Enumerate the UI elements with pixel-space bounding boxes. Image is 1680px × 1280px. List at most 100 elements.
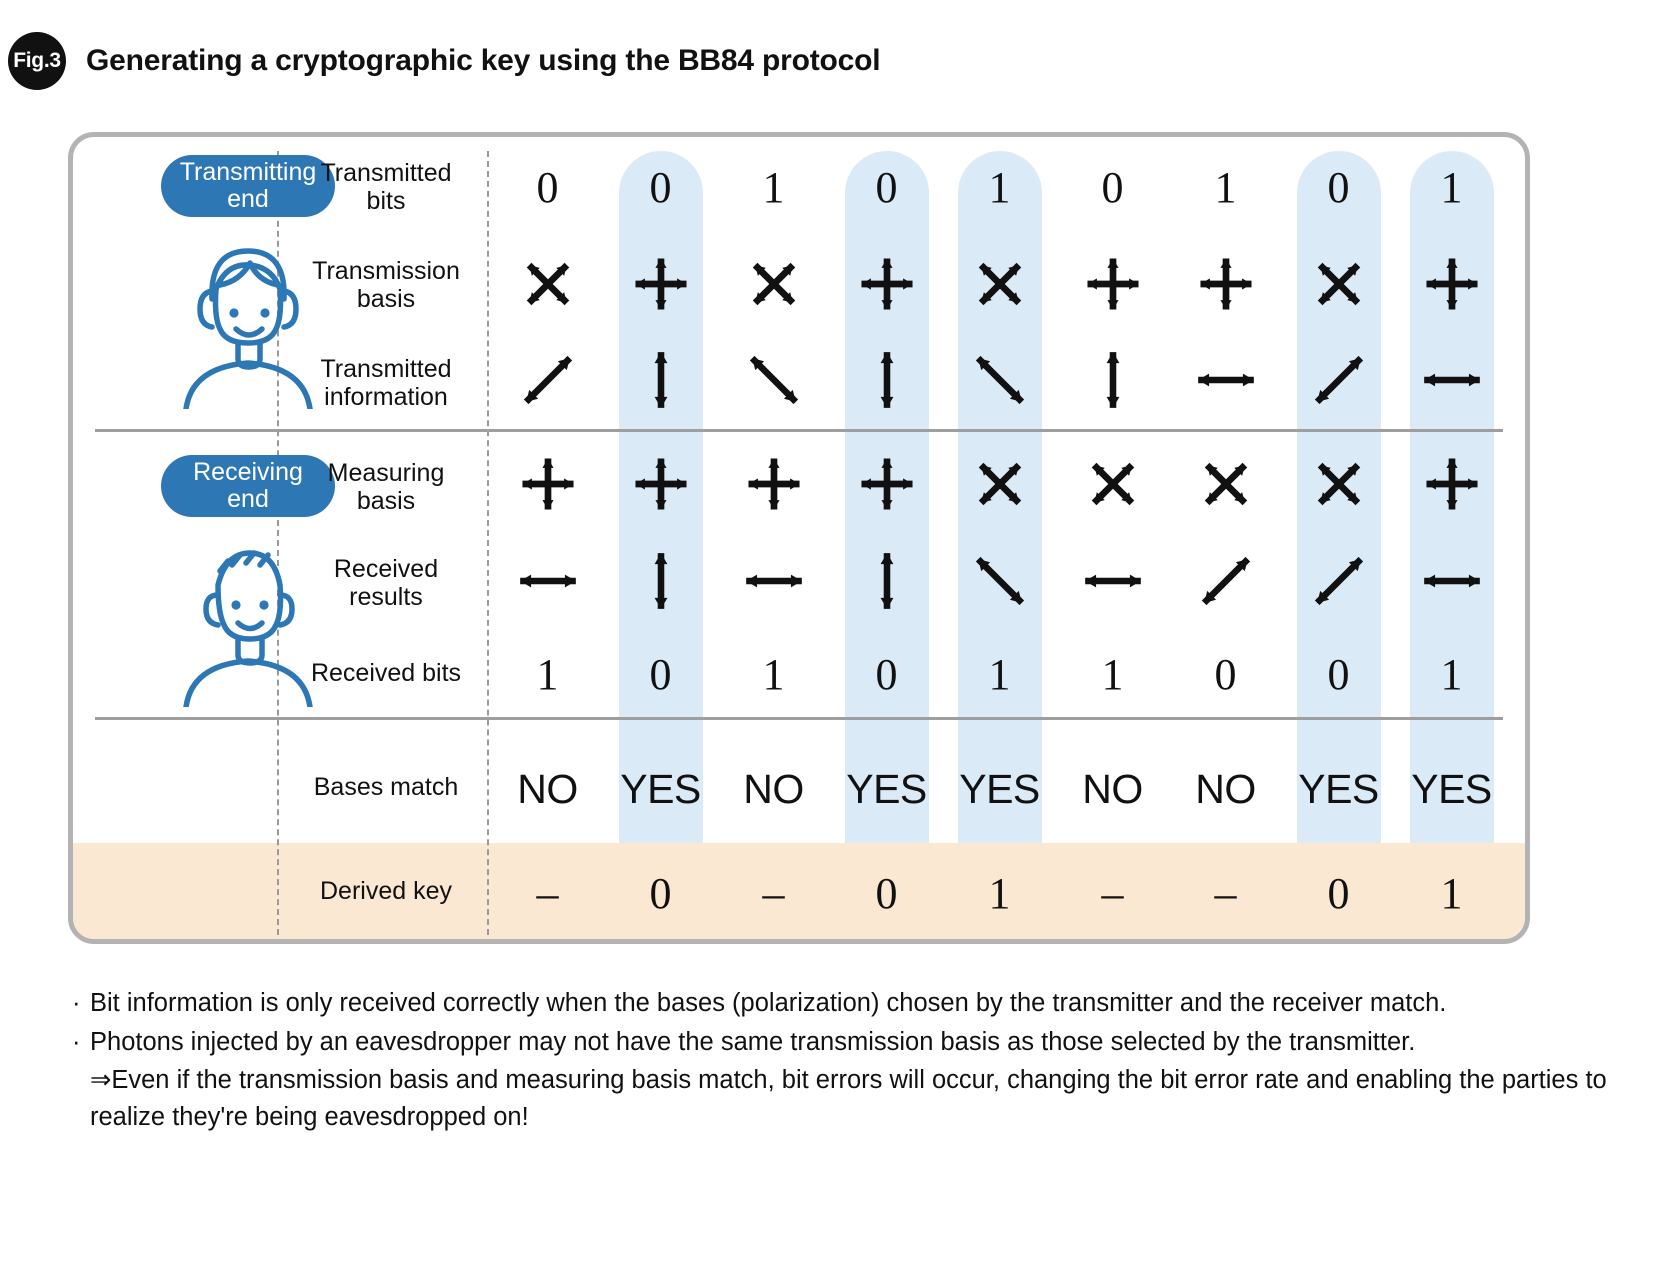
arrow-down-right-icon	[969, 550, 1031, 617]
footnote-text: Photons injected by an eavesdropper may …	[90, 1027, 1416, 1056]
cell-bases-match-col-4: YES	[845, 737, 929, 841]
bases-match-value: YES	[1298, 765, 1379, 812]
cell-received-bits-col-4: 0	[845, 631, 929, 717]
cell-received-bits-col-5: 1	[958, 631, 1042, 717]
cell-bases-match-col-1: NO	[506, 737, 590, 841]
bases-match-value: NO	[1195, 765, 1256, 812]
rectilinear-basis-icon	[858, 255, 916, 318]
rectilinear-basis-icon	[1197, 255, 1255, 318]
derived-key-value: –	[1214, 868, 1237, 918]
cell-received-bits-col-2: 0	[619, 631, 703, 717]
cell-received-results-col-3	[732, 535, 816, 631]
derived-key-value: –	[762, 868, 785, 918]
cell-received-bits-col-7: 0	[1184, 631, 1268, 717]
cell-received-results-col-9	[1410, 535, 1494, 631]
diagonal-basis-icon	[1197, 455, 1255, 518]
rectilinear-basis-icon	[745, 455, 803, 518]
cell-received-bits-col-9: 1	[1410, 631, 1494, 717]
cell-received-results-col-6	[1071, 535, 1155, 631]
arrow-up-right-icon	[1195, 550, 1257, 617]
diagonal-basis-icon	[745, 255, 803, 318]
transmitted-bits-value: 0	[1327, 162, 1350, 212]
cell-bases-match-col-3: NO	[732, 737, 816, 841]
derived-key-value: –	[1101, 868, 1124, 918]
cell-bases-match-col-6: NO	[1071, 737, 1155, 841]
cell-bases-match-col-7: NO	[1184, 737, 1268, 841]
cell-transmission-basis-col-6	[1071, 237, 1155, 335]
cell-measuring-basis-col-1	[506, 437, 590, 535]
cell-received-results-col-5	[958, 535, 1042, 631]
arrow-down-right-icon	[969, 349, 1031, 416]
arrow-horizontal-icon	[1195, 349, 1257, 416]
derived-key-value: 0	[875, 868, 898, 918]
cell-transmitted-bits-col-3: 1	[732, 137, 816, 237]
cell-bases-match-col-2: YES	[619, 737, 703, 841]
cell-derived-key-col-6: –	[1071, 843, 1155, 939]
bases-match-value: YES	[620, 765, 701, 812]
arrow-vertical-icon	[630, 349, 692, 416]
cell-measuring-basis-col-2	[619, 437, 703, 535]
derived-key-value: 0	[649, 868, 672, 918]
row-label-derived-key: Derived key	[320, 877, 452, 905]
cell-transmitted-bits-col-4: 0	[845, 137, 929, 237]
received-bits-value: 0	[1214, 649, 1237, 699]
received-bits-value: 0	[649, 649, 672, 699]
bases-match-value: NO	[743, 765, 804, 812]
bases-match-value: YES	[959, 765, 1040, 812]
cell-measuring-basis-col-5	[958, 437, 1042, 535]
cell-transmitted-bits-col-6: 0	[1071, 137, 1155, 237]
cell-received-results-col-8	[1297, 535, 1381, 631]
derived-key-value: 1	[988, 868, 1011, 918]
cell-derived-key-col-9: 1	[1410, 843, 1494, 939]
diagonal-basis-icon	[971, 255, 1029, 318]
diagonal-basis-icon	[1310, 255, 1368, 318]
section-divider-receiver	[95, 717, 1503, 720]
arrow-down-right-icon	[743, 349, 805, 416]
arrow-horizontal-icon	[517, 550, 579, 617]
cell-received-bits-col-1: 1	[506, 631, 590, 717]
diagonal-basis-icon	[1084, 455, 1142, 518]
arrow-vertical-icon	[856, 550, 918, 617]
bullet-icon: ·	[72, 989, 81, 1017]
rectilinear-basis-icon	[519, 455, 577, 518]
cell-received-results-col-2	[619, 535, 703, 631]
arrow-up-right-icon	[1308, 349, 1370, 416]
received-bits-value: 0	[1327, 649, 1350, 699]
cell-measuring-basis-col-3	[732, 437, 816, 535]
cell-derived-key-col-5: 1	[958, 843, 1042, 939]
arrow-vertical-icon	[856, 349, 918, 416]
transmitted-bits-value: 0	[536, 162, 559, 212]
cell-transmitted-information-col-5	[958, 335, 1042, 429]
cell-derived-key-col-2: 0	[619, 843, 703, 939]
vertical-divider-left	[277, 151, 279, 935]
cells-transmission-basis	[491, 237, 1507, 335]
received-bits-value: 1	[1101, 649, 1124, 699]
cells-transmitted-information	[491, 335, 1507, 429]
cell-transmission-basis-col-7	[1184, 237, 1268, 335]
rectilinear-basis-icon	[1423, 455, 1481, 518]
arrow-horizontal-icon	[1082, 550, 1144, 617]
cell-derived-key-col-1: –	[506, 843, 590, 939]
row-label-received-bits: Received bits	[310, 659, 462, 687]
rectilinear-basis-icon	[632, 455, 690, 518]
footnote-item: ·Photons injected by an eavesdropper may…	[72, 1024, 1632, 1061]
footnote-item: ·Bit information is only received correc…	[72, 985, 1632, 1022]
cell-transmission-basis-col-2	[619, 237, 703, 335]
received-bits-value: 1	[988, 649, 1011, 699]
cell-received-results-col-7	[1184, 535, 1268, 631]
cell-derived-key-col-4: 0	[845, 843, 929, 939]
bases-match-value: NO	[1082, 765, 1143, 812]
